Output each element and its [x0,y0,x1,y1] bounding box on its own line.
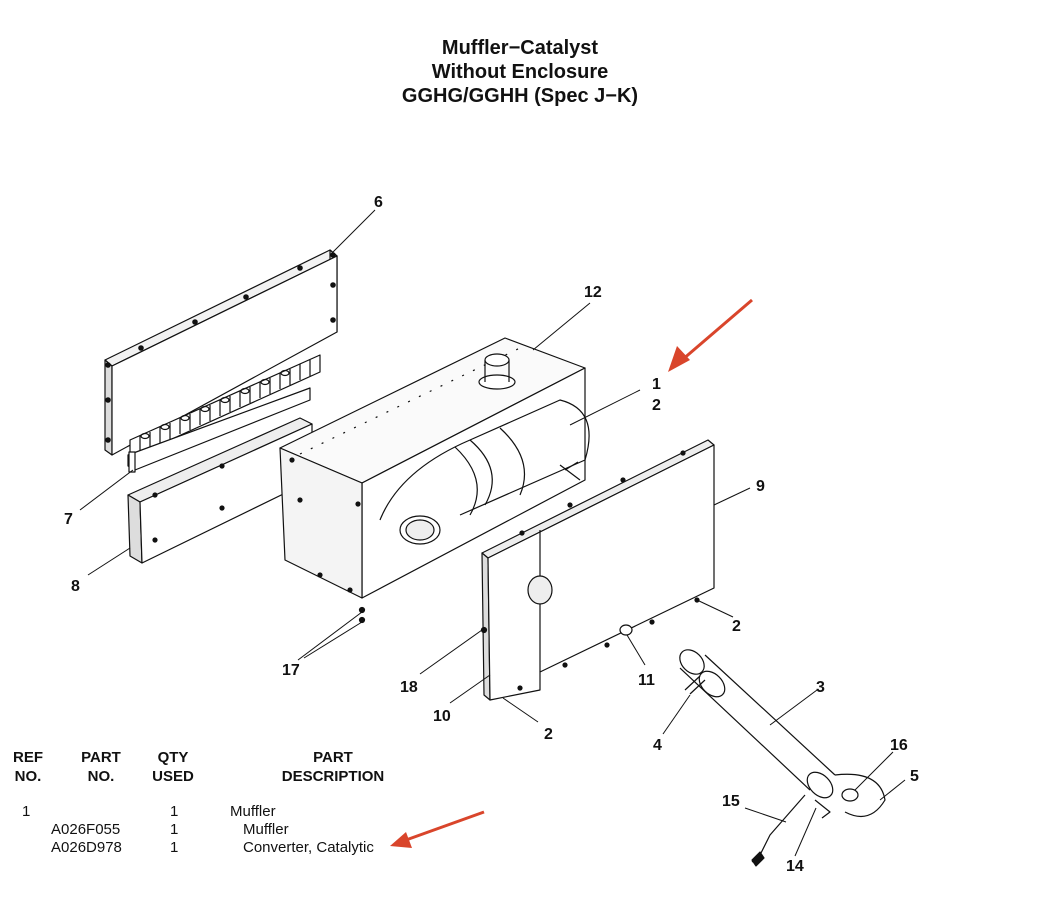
row-2-description: Muffler [243,821,289,838]
col-header-qty-line1: QTY [157,749,189,766]
leader-lines [79,209,906,857]
bolts-part-17 [358,606,366,624]
row-3-description: Converter, Catalytic [243,839,374,856]
title-line-1: Muffler−Catalyst [441,37,599,59]
col-header-ref: REF NO. [8,748,48,786]
col-header-part-line1: PART [81,749,121,766]
callout-4: 4 [653,737,662,754]
callout-2-top: 2 [652,397,661,414]
highlight-arrow-diagram [668,298,753,372]
callout-5: 5 [910,768,919,785]
callout-1: 1 [652,376,661,393]
col-header-qty-line2: USED [152,768,194,785]
callout-11: 11 [638,672,655,689]
bracket-part-8 [127,417,313,564]
panel-part-6 [104,249,338,459]
col-header-qty: QTY USED [148,748,198,786]
row-3-part-no: A026D978 [51,839,122,856]
row-2-qty: 1 [170,821,179,838]
row-1-description: Muffler [230,803,276,820]
exhaust-tube-part-3 [679,649,886,867]
bracket-part-7 [127,387,311,473]
callout-10: 10 [433,708,451,725]
callout-8: 8 [71,578,80,595]
col-header-ref-line2: NO. [14,768,42,785]
callout-labels: 6 12 1 2 9 7 8 2 17 11 18 3 10 2 4 16 5 … [64,194,919,875]
housing-part-12 [279,337,590,599]
col-header-ref-line1: REF [13,749,43,766]
callout-18: 18 [400,679,418,696]
row-1-ref: 1 [22,803,31,820]
callout-6: 6 [374,194,383,211]
callout-16: 16 [890,737,908,754]
callout-7: 7 [64,511,73,528]
title-line-2: Without Enclosure [431,61,609,83]
row-1-qty: 1 [170,803,179,820]
callout-2-right: 2 [732,618,741,635]
callout-14: 14 [786,858,804,875]
callout-15: 15 [722,793,740,810]
callout-3: 3 [816,679,825,696]
callout-17: 17 [282,662,300,679]
callout-9: 9 [756,478,765,495]
callout-12: 12 [584,284,602,301]
col-header-desc-line1: PART [313,749,353,766]
col-header-part-no: PART NO. [66,748,136,786]
callout-2-bottom: 2 [544,726,553,743]
row-3-qty: 1 [170,839,179,856]
row-2-part-no: A026F055 [51,821,121,838]
col-header-description: PART DESCRIPTION [268,748,398,786]
title-line-3: GGHG/GGHH (Spec J−K) [401,85,639,107]
side-panel-part-9-10 [480,439,715,701]
col-header-part-line2: NO. [87,768,115,785]
diagram-title: Muffler−Catalyst Without Enclosure GGHG/… [0,36,1040,108]
col-header-desc-line2: DESCRIPTION [281,768,385,785]
highlight-arrow-table [390,810,485,848]
